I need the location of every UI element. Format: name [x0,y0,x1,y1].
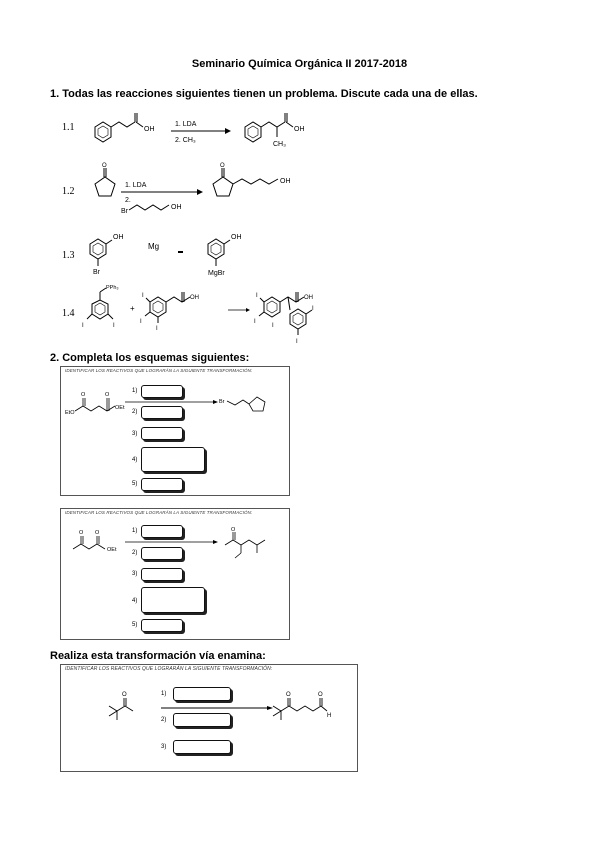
reaction-1-3-scheme: OH Br Mg OH MgBr [89,234,242,277]
step-number: 2) [161,717,167,723]
box-header: IDENTIFICAR LOS REACTIVOS QUE LOGRARÁN L… [65,666,273,672]
group-label: I [312,306,314,312]
page-title: Seminario Química Orgánica II 2017-2018 [191,58,408,70]
group-label: I [254,319,256,325]
group-label: OH [113,234,124,241]
reaction-label: 1.2 [62,186,75,197]
section3-heading: Realiza esta transformación vía enamina: [50,650,266,662]
answer-box-4[interactable] [141,447,205,472]
answer-box-3[interactable] [173,740,231,754]
group-label: I [113,323,115,329]
section1-heading: 1. Todas las reacciones siguientes tiene… [50,88,478,100]
scheme-1-arrow [125,400,218,404]
group-label: I [140,319,142,325]
svg-text:O: O [81,392,86,398]
group-label: Br [93,269,101,276]
group-label: I [142,293,144,299]
group-label: OH [280,178,291,185]
section2-heading: 2. Completa los esquemas siguientes: [50,352,250,364]
reaction-1-1-scheme: OH 1. LDA 2. CH₃ OH CH₃ [94,113,305,148]
svg-text:I: I [156,326,158,332]
group-label: Br [121,208,129,215]
answer-box-1[interactable] [141,525,183,538]
answer-box-2[interactable] [141,406,183,419]
product-structure: Br [219,396,266,412]
group-label: I [82,323,84,329]
step-number: 4) [132,457,138,463]
group-label: OH [294,126,305,133]
group-label: OEt [107,547,117,553]
step-number: 3) [132,571,138,577]
step-number: 5) [132,622,138,628]
answer-box-3[interactable] [141,568,183,581]
answer-box-1[interactable] [173,687,231,701]
step-number: 2) [132,550,138,556]
enamine-arrow [161,706,273,710]
group-label: H [327,713,331,719]
scheme-2-box: IDENTIFICAR LOS REACTIVOS QUE LOGRARÁN L… [60,508,290,640]
svg-text:O: O [220,163,225,169]
product-structure: O O H [272,692,331,720]
reaction-label: 1.4 [62,308,75,319]
reagent-2: 2. [125,197,131,204]
step-number: 1) [132,528,138,534]
reagent-2: 2. CH₃ [175,137,196,144]
answer-box-1[interactable] [141,385,183,398]
answer-box-5[interactable] [141,478,183,491]
ethyl-acetoacetate-structure: O O OEt [72,530,117,553]
group-label: O [318,692,323,698]
plus-sign: + [130,304,135,313]
step-number: 5) [132,481,138,487]
svg-text:O: O [79,530,84,536]
scheme-1-box: IDENTIFICAR LOS REACTIVOS QUE LOGRARÁN L… [60,366,290,496]
svg-text:O: O [102,163,107,169]
svg-text:O: O [95,530,100,536]
reaction-1-4-scheme: PPh₃ I I + I I I OH I I OH I I I [82,285,314,345]
step-number: 4) [132,598,138,604]
box-header: IDENTIFICAR LOS REACTIVOS QUE LOGRARÁN L… [65,510,253,515]
svg-text:O: O [105,392,110,398]
reagent-1: Mg [148,242,159,251]
group-label: I [296,339,298,345]
group-label: I [272,323,274,329]
answer-box-2[interactable] [141,547,183,560]
reaction-label: 1.3 [62,250,75,261]
answer-box-2[interactable] [173,713,231,727]
answer-box-3[interactable] [141,427,183,440]
group-label: PPh₃ [106,285,119,291]
group-label: OH [171,204,182,211]
answer-box-4[interactable] [141,587,205,613]
group-label: MgBr [208,270,225,277]
diethyl-malonate-structure: O O EtO OEt [65,392,125,416]
group-label: OEt [115,405,125,411]
step-number: 1) [161,691,167,697]
box-header: IDENTIFICAR LOS REACTIVOS QUE LOGRARÁN L… [65,368,253,373]
step-number: 1) [132,388,138,394]
answer-box-5[interactable] [141,619,183,632]
product-structure: O [224,527,266,559]
reaction-1-2-scheme: O 1. LDA 2. Br OH O OH [94,163,291,215]
svg-text:O: O [231,527,236,533]
group-label: O [286,692,291,698]
step-number: 2) [132,409,138,415]
scheme-2-arrow [125,540,218,544]
reagent-1: 1. LDA [175,121,197,128]
group-label: OH [190,295,199,301]
step-number: 3) [161,744,167,750]
group-label: Br [219,399,225,405]
group-label: OH [304,295,313,301]
group-label: I [256,293,258,299]
group-label: OH [231,234,242,241]
reagent-1: 1. LDA [125,182,147,189]
group-label: CH₃ [273,141,286,148]
enamine-box: IDENTIFICAR LOS REACTIVOS QUE LOGRARÁN L… [60,664,358,772]
pinacolone-structure: O [108,692,134,720]
reaction-label: 1.1 [62,122,75,133]
group-label: O [122,692,127,698]
step-number: 3) [132,431,138,437]
group-label: OH [144,126,155,133]
group-label: EtO [65,410,75,416]
